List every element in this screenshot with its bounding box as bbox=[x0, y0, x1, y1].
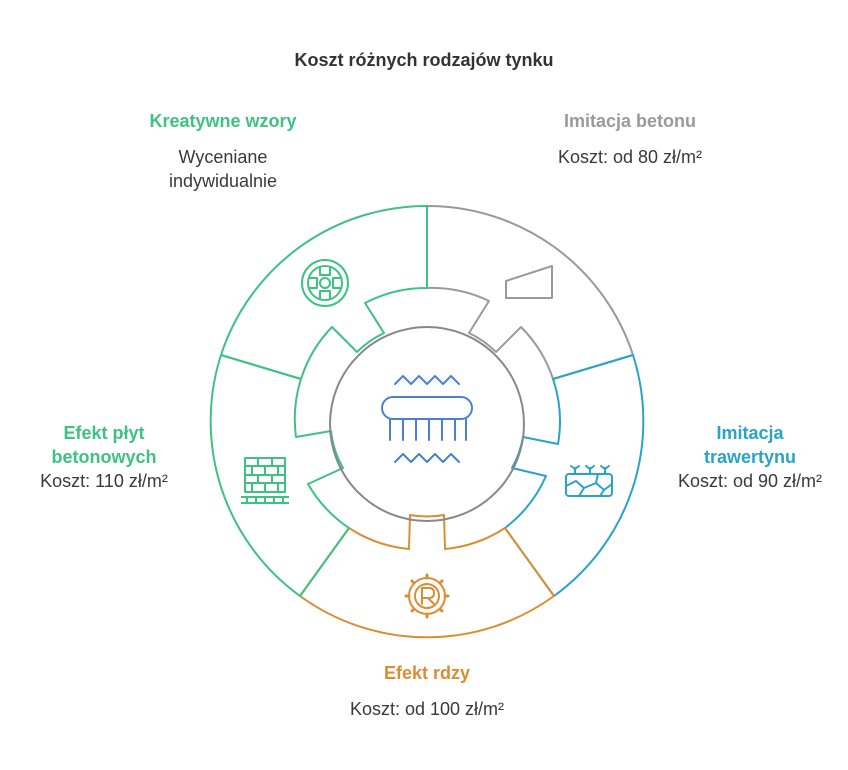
label-travertine: Imitacja trawertynu Koszt: od 90 zł/m² bbox=[660, 421, 840, 493]
label-creative-desc-line1: Wyceniane bbox=[178, 147, 268, 167]
label-rust-cost: Koszt: od 100 zł/m² bbox=[349, 699, 505, 719]
label-concrete: Imitacja betonu Koszt: od 80 zł/m² bbox=[510, 109, 750, 169]
segment-concrete bbox=[426, 204, 634, 380]
label-travertine-title-line1: Imitacja bbox=[716, 423, 784, 443]
label-travertine-title-line2: trawertynu bbox=[703, 447, 797, 467]
label-creative-title: Kreatywne wzory bbox=[149, 111, 297, 131]
ornament-pattern-icon bbox=[301, 259, 349, 307]
label-rust: Efekt rdzy Koszt: od 100 zł/m² bbox=[307, 661, 547, 721]
label-slabs-title-line2: betonowych bbox=[51, 447, 157, 467]
label-creative-desc-line2: indywidualnie bbox=[168, 171, 278, 191]
concrete-slab-icon bbox=[505, 265, 553, 299]
plaster-trowel-icon bbox=[381, 375, 473, 463]
label-concrete-cost: Koszt: od 80 zł/m² bbox=[557, 147, 703, 167]
segment-creative bbox=[220, 204, 428, 380]
label-rust-title: Efekt rdzy bbox=[383, 663, 471, 683]
label-slabs-title-line1: Efekt płyt bbox=[63, 423, 145, 443]
rust-gear-icon bbox=[404, 573, 450, 619]
brick-wall-icon bbox=[241, 457, 289, 504]
label-slabs: Efekt płyt betonowych Koszt: 110 zł/m² bbox=[14, 421, 194, 493]
travertine-stone-icon bbox=[565, 465, 613, 497]
label-slabs-cost: Koszt: 110 zł/m² bbox=[40, 471, 168, 491]
segment-travertine bbox=[504, 354, 645, 597]
diagram-title: Koszt różnych rodzajów tynku bbox=[294, 50, 554, 70]
label-travertine-cost: Koszt: od 90 zł/m² bbox=[677, 471, 823, 491]
label-creative: Kreatywne wzory Wyceniane indywidualnie bbox=[113, 109, 333, 193]
label-concrete-title: Imitacja betonu bbox=[563, 111, 697, 131]
center-circle bbox=[329, 326, 525, 522]
